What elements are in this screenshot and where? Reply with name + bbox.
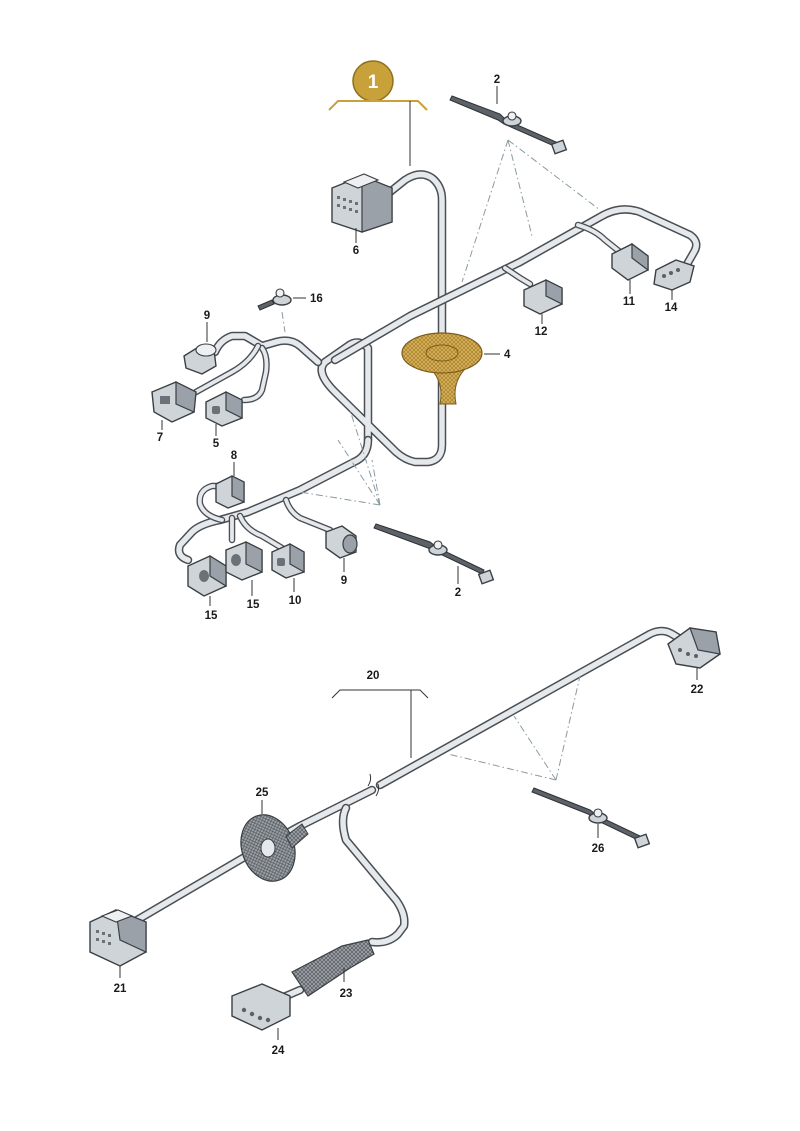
label-26: 26 xyxy=(592,843,605,855)
label-16: 16 xyxy=(310,293,323,305)
part-25-grommet xyxy=(240,800,309,882)
label-6: 6 xyxy=(353,245,359,257)
part-2-cable-tie-upper xyxy=(449,86,568,155)
lower-part-labels: 20 22 25 26 21 23 24 xyxy=(114,670,704,1057)
label-20: 20 xyxy=(367,670,380,682)
part-9-connector-upper xyxy=(183,322,217,375)
part-8-connector xyxy=(215,462,245,509)
upper-dash-lines xyxy=(281,139,601,506)
part-14-connector xyxy=(653,259,695,300)
part-5-connector xyxy=(205,391,243,436)
part-26-cable-tie xyxy=(531,787,651,849)
part-20-bracket xyxy=(331,689,429,758)
part-1-badge: 1 xyxy=(328,60,428,166)
label-23: 23 xyxy=(340,988,353,1000)
part-11-connector xyxy=(611,242,649,294)
label-4: 4 xyxy=(504,349,511,361)
lower-harness-assembly: 20 22 25 26 21 23 24 xyxy=(89,626,721,1057)
label-22: 22 xyxy=(691,684,704,696)
upper-part-labels: 2 6 16 9 4 11 14 12 7 5 8 9 2 10 15 15 xyxy=(157,74,678,622)
part-7-connector xyxy=(151,381,197,430)
part-23-boot xyxy=(291,939,375,997)
lower-dash-lines xyxy=(447,675,581,781)
label-12: 12 xyxy=(535,326,548,338)
part-21-connector xyxy=(89,909,147,978)
label-15-middle: 15 xyxy=(247,599,260,611)
part-24-connector xyxy=(231,983,291,1040)
part-4-grommet xyxy=(401,332,500,405)
label-2-top: 2 xyxy=(494,74,500,86)
label-21: 21 xyxy=(114,983,127,995)
label-10: 10 xyxy=(289,595,302,607)
label-9-bottom: 9 xyxy=(341,575,347,587)
upper-harness-wires xyxy=(174,170,701,565)
label-14: 14 xyxy=(665,302,678,314)
wire-break-marks xyxy=(367,773,380,797)
part-9-connector-lower xyxy=(325,525,358,572)
part-12-connector xyxy=(523,279,563,324)
upper-harness-assembly: 1 xyxy=(151,60,701,622)
label-24: 24 xyxy=(272,1045,285,1057)
part-10-connector xyxy=(271,542,305,592)
part-1-label: 1 xyxy=(368,72,379,93)
part-2-cable-tie-lower xyxy=(373,523,495,585)
label-2-bottom: 2 xyxy=(455,587,461,599)
label-9-top: 9 xyxy=(204,310,210,322)
label-25: 25 xyxy=(256,787,269,799)
label-15-left: 15 xyxy=(205,610,218,622)
part-6-connector xyxy=(331,173,393,243)
part-15-connector-middle xyxy=(225,541,263,596)
part-15-connector-left xyxy=(187,554,227,606)
label-5: 5 xyxy=(213,438,220,450)
part-22-connector xyxy=(667,627,721,680)
label-7: 7 xyxy=(157,432,163,444)
part-16-clip xyxy=(257,288,306,311)
label-11: 11 xyxy=(623,296,636,308)
label-8: 8 xyxy=(231,450,238,462)
